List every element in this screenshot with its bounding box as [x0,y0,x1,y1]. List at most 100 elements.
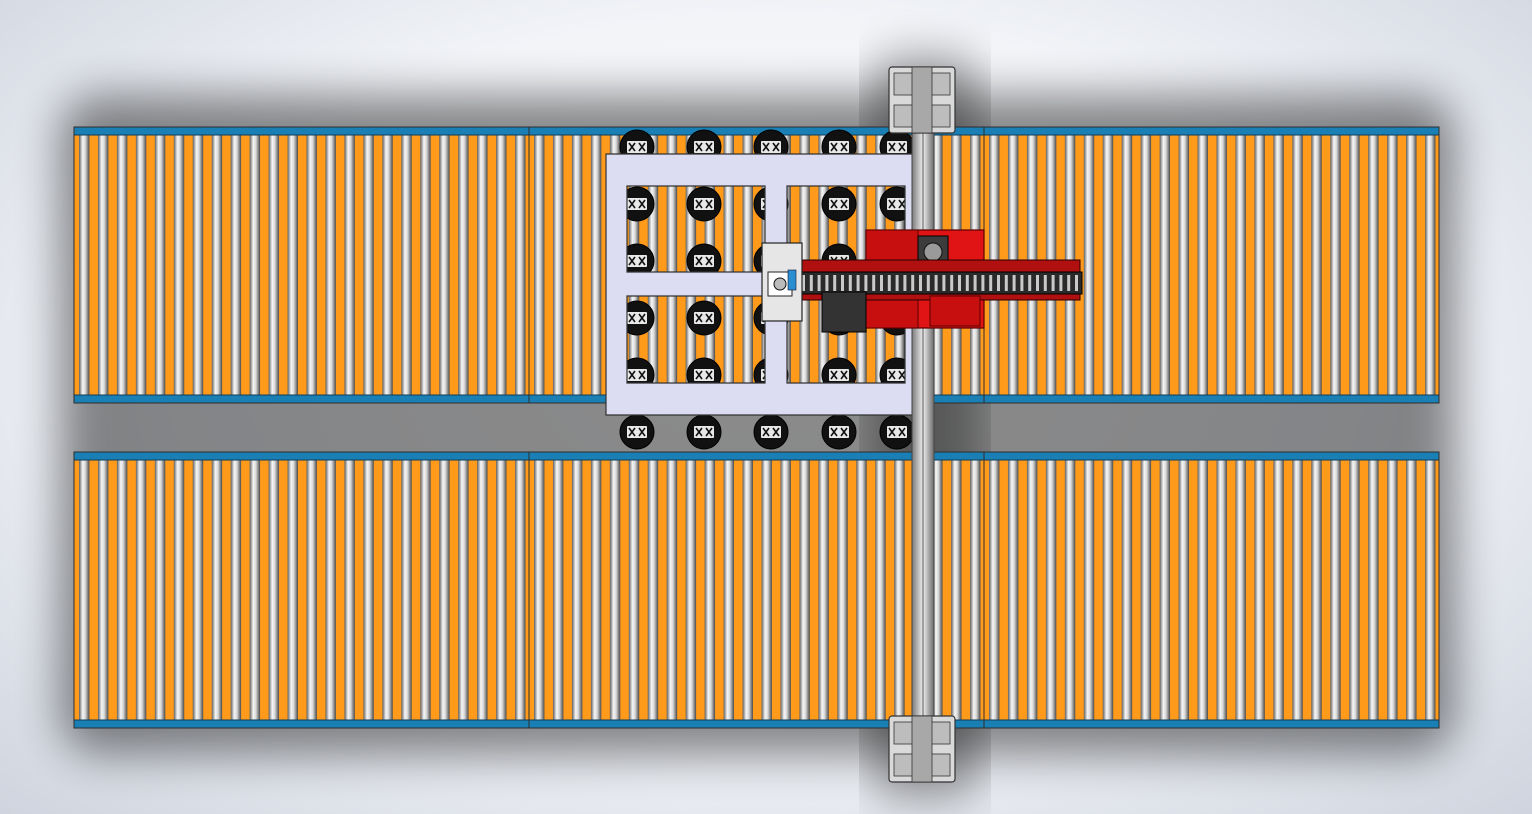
roller [552,459,564,721]
roller [1121,459,1133,721]
caster-mark [888,142,906,152]
conveyor-bed [74,134,529,396]
caster-plate [694,312,714,324]
roller [742,459,753,721]
chain-tooth [1012,275,1016,291]
caster-mark [695,427,713,437]
caster-plate [694,255,714,267]
roller [458,459,469,721]
chain-tooth [965,275,969,291]
conveyor-frame-bottom [73,394,530,404]
roller [1349,134,1360,396]
roller [192,134,204,396]
caster-plate [694,198,714,210]
caster-plate [694,369,714,381]
caster-plate [829,198,849,210]
caster-mark [762,142,780,152]
roller [723,134,735,396]
roller [1368,134,1379,396]
roller [761,459,772,721]
roller [1216,134,1227,396]
roller [723,459,735,721]
chain-tooth [1075,275,1078,291]
caster-mark [695,256,713,266]
chain-tooth [958,275,961,291]
chain-tooth [1067,275,1071,291]
chain-tooth [887,275,891,291]
roller [970,459,981,721]
roller [439,134,450,396]
chain-tooth [864,275,868,291]
chain-tooth [809,275,813,291]
chain-tooth [934,275,938,291]
chain-tooth [872,275,876,291]
conveyor-bed [74,459,529,721]
caster-wheel-icon [753,414,789,450]
roller [1273,459,1284,721]
chain-tooth [1028,275,1032,291]
caster-mark [830,199,848,209]
caster-mark [830,142,848,152]
roller [1425,459,1436,721]
head-sensor-lens [773,277,787,291]
roller [154,459,166,721]
caster-mark [762,427,780,437]
roller [249,459,261,721]
roller [363,459,374,721]
chain-tooth [1004,275,1008,291]
roller [1425,134,1436,396]
roller [704,459,716,721]
roller [1292,134,1303,396]
head-indicator [787,269,797,291]
caster-mark [628,256,646,266]
roller [1311,134,1322,396]
caster-wheel-icon [686,300,722,336]
roller [1197,134,1208,396]
roller [268,134,280,396]
roller [1273,134,1284,396]
conveyor-frame-top [983,451,1440,461]
roller [1311,459,1322,721]
roller [211,459,223,721]
conveyor-section [73,451,530,729]
gripper-lower-plate [929,295,981,327]
roller [116,134,128,396]
roller [534,134,545,396]
caster-mark [628,142,646,152]
caster-mark [830,370,848,380]
roller [1178,134,1190,396]
chain-tooth [825,275,829,291]
caster-plate [829,369,849,381]
caster-plate [627,141,647,153]
conveyor-frame-bottom [983,719,1440,729]
caster-plate [887,141,907,153]
roller [515,134,526,396]
chain-tooth [1051,275,1055,291]
roller [1045,459,1057,721]
gantry-carriage-bottom [888,715,956,783]
roller [1235,459,1246,721]
roller [306,459,317,721]
roller [344,459,355,721]
chain-tooth [1043,275,1047,291]
roller [780,459,791,721]
caster-plate [627,369,647,381]
chain-tooth [950,275,954,291]
caster-mark [628,199,646,209]
caster-mark [830,427,848,437]
conveyor-frame-top [73,126,530,136]
roller [609,459,621,721]
caster-plate [627,198,647,210]
roller [382,134,393,396]
roller [1083,134,1095,396]
roller [287,134,298,396]
conveyor-section [528,451,985,729]
roller [534,459,545,721]
roller [439,459,450,721]
roller [363,134,374,396]
caster-plate [694,141,714,153]
chain-tooth [997,275,1000,291]
roller [211,134,223,396]
roller [306,134,317,396]
